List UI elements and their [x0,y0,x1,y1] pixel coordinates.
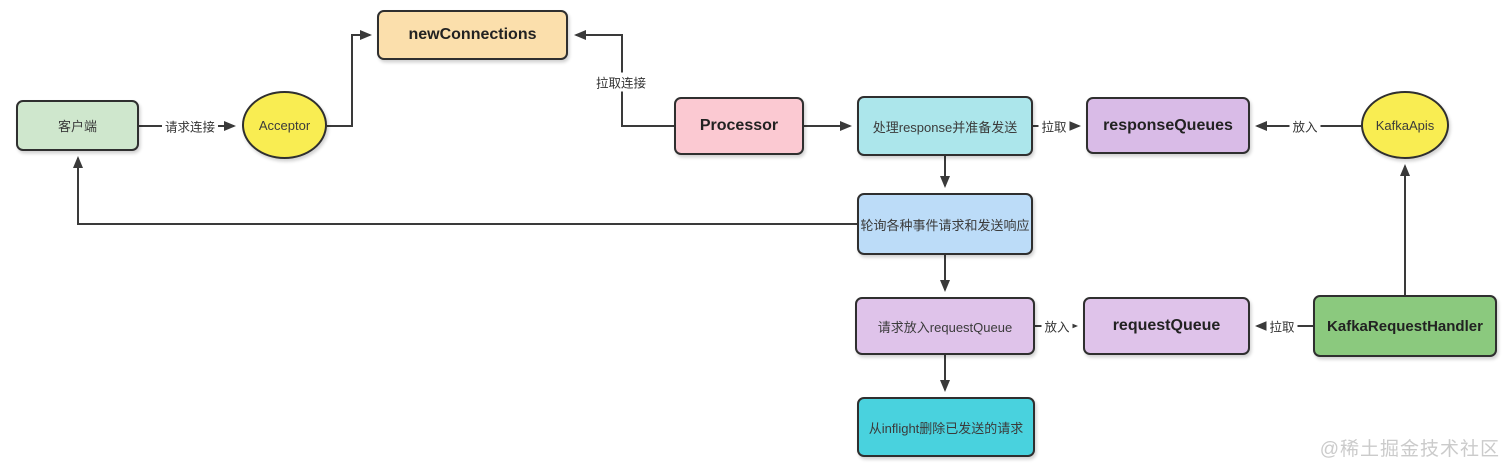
edge-label-put-request: 放入 [1041,316,1073,336]
node-new-connections: newConnections [377,10,568,60]
edge-label-pull-request: 拉取 [1266,316,1298,336]
node-processor: Processor [674,97,804,155]
node-put-request: 请求放入requestQueue [855,297,1035,355]
node-response-queues: responseQueues [1086,97,1250,154]
edge-label-request-connection: 请求连接 [161,116,219,136]
node-handle-response: 处理response并准备发送 [857,96,1033,156]
watermark: @稀土掘金技术社区 [1319,439,1500,460]
edge-label-put-response: 放入 [1289,116,1321,136]
arrow-acceptor-to-newconnections [327,30,372,127]
edge-label-pull-connection: 拉取连接 [592,72,650,92]
arrow-poll-events-to-client [73,156,857,225]
node-remove-inflight: 从inflight删除已发送的请求 [857,397,1035,457]
node-request-queue: requestQueue [1083,297,1250,355]
node-client: 客户端 [16,100,139,151]
node-poll-events: 轮询各种事件请求和发送响应 [857,193,1033,255]
node-kafka-apis: KafkaApis [1361,91,1449,159]
node-acceptor: Acceptor [242,91,327,159]
edge-label-pull-response: 拉取 [1038,116,1070,136]
node-kafka-request-handler: KafkaRequestHandler [1313,295,1497,357]
